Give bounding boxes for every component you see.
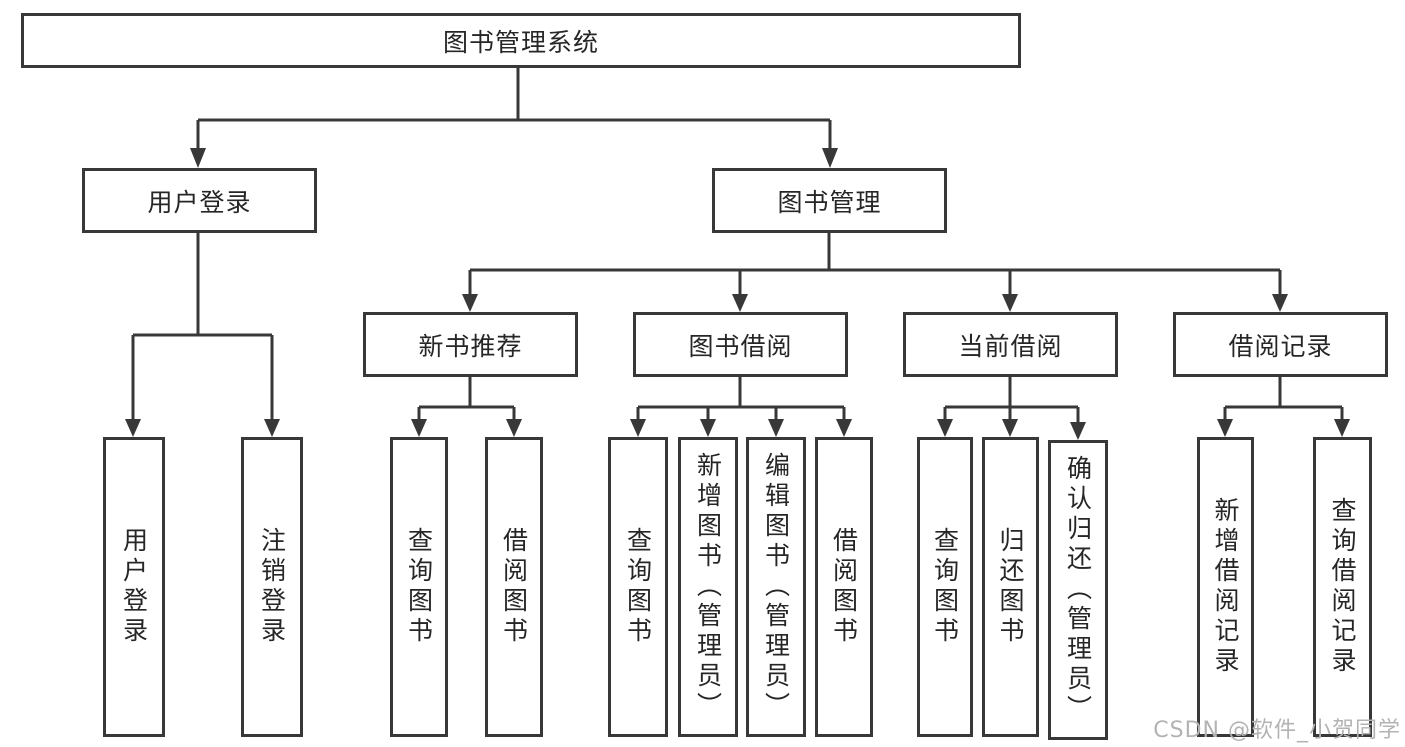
node-borrowing-records: 借阅记录 [1173, 312, 1388, 377]
csdn-watermark: CSDN @软件_小贺同学 [1153, 718, 1401, 743]
node-root-system: 图书管理系统 [21, 13, 1021, 68]
leaf-cb-return-books: 归还图书 [982, 437, 1039, 737]
leaf-logout-label: 注销登录 [257, 527, 287, 647]
leaf-bb-borrow-books-label: 借阅图书 [829, 527, 859, 647]
leaf-user-login-label: 用户登录 [119, 527, 149, 647]
leaf-br-query-record: 查询借阅记录 [1313, 437, 1372, 737]
leaf-user-login: 用户登录 [103, 437, 165, 737]
node-new-book-recommend: 新书推荐 [363, 312, 578, 377]
leaf-bb-query-books-label: 查询图书 [623, 527, 653, 647]
arrowheads [125, 148, 1350, 440]
leaf-cb-return-books-label: 归还图书 [996, 527, 1025, 647]
node-book-borrowing: 图书借阅 [633, 312, 848, 377]
leaf-logout: 注销登录 [241, 437, 303, 737]
node-new-book-recommend-label: 新书推荐 [418, 331, 523, 361]
leaf-bb-edit-book-admin: 编辑图书（管理员） [746, 437, 806, 737]
leaf-nbr-borrow-books-label: 借阅图书 [499, 527, 529, 647]
leaf-cb-confirm-return-admin: 确认归还（管理员） [1048, 440, 1108, 740]
node-root-label: 图书管理系统 [442, 27, 599, 57]
leaf-br-add-record-label: 新增借阅记录 [1211, 497, 1240, 677]
node-current-borrowing: 当前借阅 [903, 312, 1118, 377]
leaf-cb-confirm-return-admin-label: 确认归还（管理员） [1063, 455, 1093, 725]
leaf-br-query-record-label: 查询借阅记录 [1328, 497, 1357, 677]
leaf-bb-query-books: 查询图书 [608, 437, 668, 737]
leaf-cb-query-books: 查询图书 [917, 437, 973, 737]
node-book-borrowing-label: 图书借阅 [688, 331, 793, 361]
leaf-nbr-borrow-books: 借阅图书 [485, 437, 543, 737]
leaf-br-add-record: 新增借阅记录 [1197, 437, 1254, 737]
node-borrowing-records-label: 借阅记录 [1228, 331, 1333, 361]
node-current-borrowing-label: 当前借阅 [958, 331, 1063, 361]
node-book-management-label: 图书管理 [777, 187, 882, 217]
node-user-login: 用户登录 [82, 168, 317, 233]
leaf-nbr-query-books-label: 查询图书 [404, 527, 434, 647]
leaf-bb-add-book-admin-label: 新增图书（管理员） [693, 452, 723, 722]
node-user-login-label: 用户登录 [147, 187, 252, 217]
leaf-cb-query-books-label: 查询图书 [930, 527, 960, 647]
leaf-bb-edit-book-admin-label: 编辑图书（管理员） [761, 452, 791, 722]
node-book-management: 图书管理 [712, 168, 947, 233]
leaf-nbr-query-books: 查询图书 [390, 437, 448, 737]
leaf-bb-add-book-admin: 新增图书（管理员） [678, 437, 738, 737]
leaf-bb-borrow-books: 借阅图书 [815, 437, 873, 737]
